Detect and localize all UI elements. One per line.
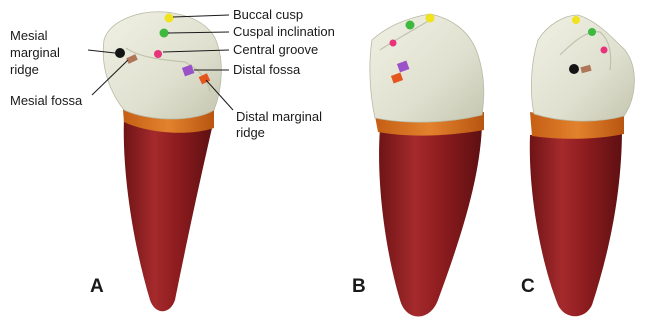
panel-letter-c: C [521,276,535,297]
label-distal-marginal-ridge-1: Distal marginal [236,109,322,124]
cuspal-inclination-marker [160,29,169,38]
central-groove-marker [154,50,162,58]
tooth-a-crown [103,12,221,119]
label-mesial-fossa: Mesial fossa [10,93,83,108]
mesial-marginal-ridge-marker [115,48,125,58]
label-central-groove: Central groove [233,42,318,57]
tooth-b-buccal-cusp-marker [426,14,435,23]
tooth-a-root [124,117,212,311]
tooth-b: B [352,14,484,317]
tooth-b-crown [370,14,484,122]
tooth-c-central-groove-marker [601,47,608,54]
label-cuspal-inclination: Cuspal inclination [233,24,335,39]
tooth-b-root [379,125,482,317]
tooth-a: Buccal cusp Cuspal inclination Central g… [10,7,335,311]
label-mesial-marginal-ridge-1: Mesial [10,28,48,43]
tooth-c-root [530,128,622,316]
tooth-c-mesial-marginal-ridge-marker [569,64,579,74]
panel-letter-a: A [90,276,104,297]
buccal-cusp-marker [165,14,174,23]
label-distal-marginal-ridge-2: ridge [236,125,265,140]
tooth-b-central-groove-marker [390,40,397,47]
panel-letter-b: B [352,276,366,297]
tooth-b-cuspal-inclination-marker [406,21,415,30]
tooth-c-cuspal-inclination-marker [588,28,596,36]
label-distal-fossa: Distal fossa [233,62,301,77]
tooth-c: C [521,15,634,316]
tooth-c-buccal-cusp-marker [572,16,580,24]
label-mesial-marginal-ridge-2: marginal [10,45,60,60]
label-mesial-marginal-ridge-3: ridge [10,62,39,77]
label-buccal-cusp: Buccal cusp [233,7,303,22]
